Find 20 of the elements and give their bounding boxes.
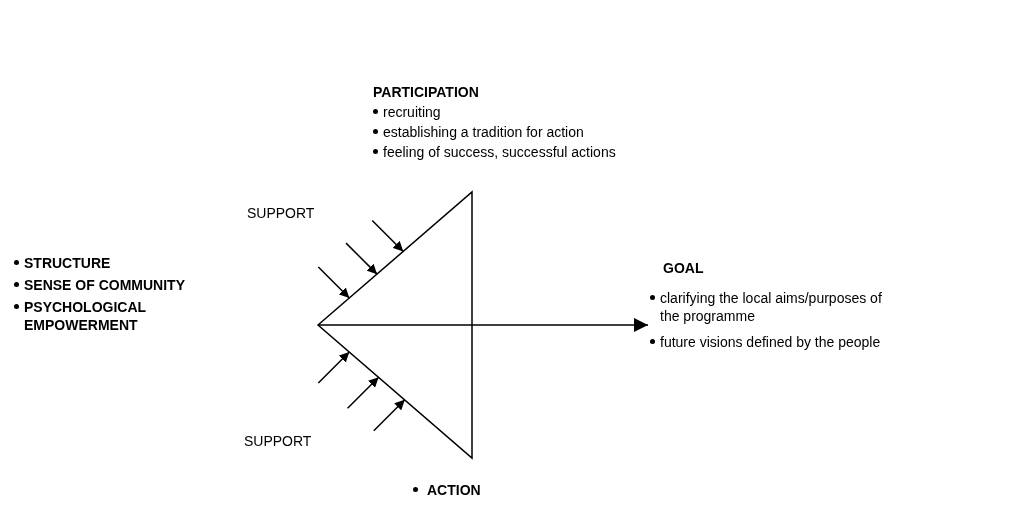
arrow: [317, 266, 351, 299]
arrow: [317, 318, 649, 332]
label-text: SUPPORT: [244, 432, 312, 450]
list-item: STRUCTURE: [24, 254, 111, 272]
arrow: [346, 376, 380, 409]
arrow: [373, 399, 406, 432]
list-item: future visions defined by the people: [660, 333, 881, 351]
list-item: feeling of success, successful actions: [383, 143, 616, 161]
arrow: [317, 351, 351, 384]
heading: GOAL: [663, 259, 704, 277]
arrow: [371, 219, 404, 253]
list-item: PSYCHOLOGICAL EMPOWERMENT: [24, 298, 147, 334]
list-item: ACTION: [427, 482, 481, 498]
list-item: establishing a tradition for action: [383, 123, 584, 141]
list-item: SENSE OF COMMUNITY: [24, 276, 185, 294]
label-text: SUPPORT: [247, 204, 315, 222]
list-item: recruiting: [383, 103, 441, 121]
list-item: clarifying the local aims/purposes of the programme: [660, 289, 883, 325]
heading: PARTICIPATION: [373, 83, 479, 101]
arrow: [345, 242, 378, 275]
